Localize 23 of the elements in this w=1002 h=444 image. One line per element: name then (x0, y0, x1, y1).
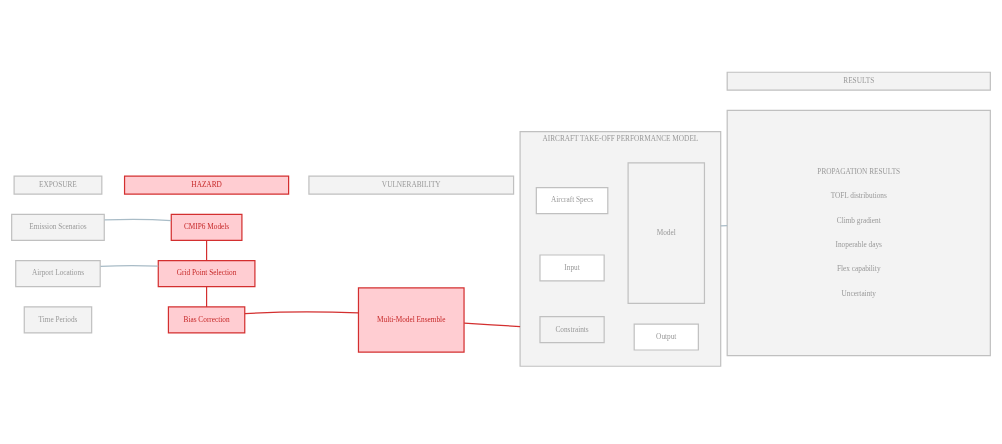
node-box: EXPOSURE (13, 175, 103, 195)
node-box: Constraints (539, 315, 605, 343)
node-box: Bias Correction (167, 305, 246, 334)
connector (206, 239, 208, 261)
node-box: Grid Point Selection (157, 259, 256, 287)
node-box: CMIP6 Models (170, 213, 243, 241)
connector (244, 310, 359, 314)
node-box: Emission Scenarios (11, 213, 105, 241)
node-box: Input (539, 253, 605, 282)
node-box: Aircraft Specs (535, 186, 609, 214)
connector (103, 218, 172, 221)
connector (463, 322, 521, 327)
node-box: PROPAGATION RESULTS TOFL distributions Climb gradient Inoperable days Flex capability Uncertainty (726, 109, 991, 356)
node-box: Model (627, 161, 706, 304)
connector (99, 264, 159, 267)
node-box: VULNERABILITY (308, 175, 515, 195)
node-box: HAZARD (123, 175, 290, 195)
node-box: Airport Locations (15, 259, 101, 287)
connector (206, 285, 208, 308)
node-box: Output (633, 322, 699, 351)
node-box: RESULTS (726, 71, 991, 91)
node-box: Time Periods (23, 305, 93, 334)
node-box: Multi-Model Ensemble (357, 286, 465, 353)
